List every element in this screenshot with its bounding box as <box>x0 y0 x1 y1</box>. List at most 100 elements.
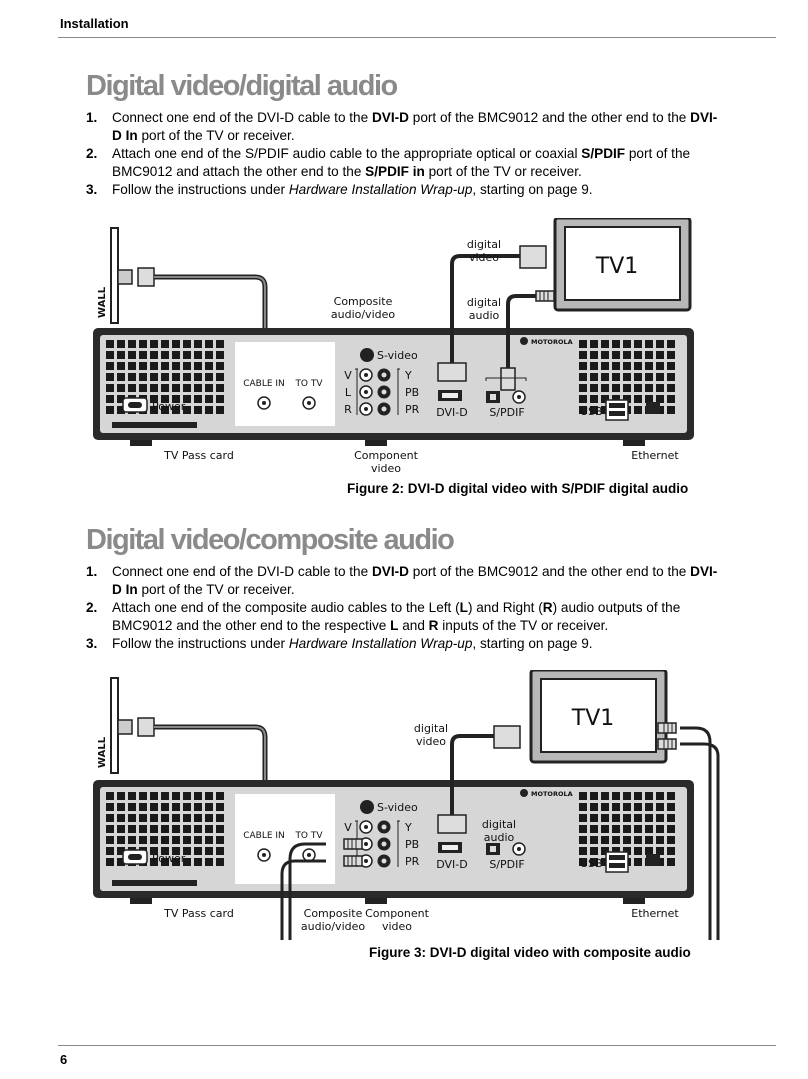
s-video-label: S-video <box>377 349 418 362</box>
tv-pass-slot <box>112 422 197 428</box>
l-label: L <box>345 386 352 399</box>
list-item: 3. Follow the instructions under Hardware… <box>86 635 726 653</box>
bold-term: DVI-D In <box>112 564 718 597</box>
power-label: Power <box>152 852 186 865</box>
power-label: Power <box>152 400 186 413</box>
tv-screen <box>540 678 657 753</box>
italic-reference: Hardware Installation Wrap-up <box>288 636 473 651</box>
dvi-plug-tv <box>519 245 547 269</box>
dvi-d-label: DVI-D <box>436 406 468 419</box>
running-header: Installation <box>60 16 129 31</box>
cable-in-label: CABLE IN <box>243 831 285 841</box>
ethernet-port <box>646 854 660 866</box>
box-foot <box>623 898 645 904</box>
ethernet-label: Ethernet <box>631 907 679 920</box>
spdif-label: S/PDIF <box>489 858 524 871</box>
tv-screen <box>564 226 681 301</box>
digital-audio-label: digital <box>467 296 501 309</box>
wall-label: WALL <box>97 286 108 318</box>
audio-plug-left <box>343 838 363 850</box>
ethernet-port <box>646 402 660 414</box>
dvi-plug-tv <box>493 725 521 749</box>
wall-plate <box>110 227 119 324</box>
bold-term: R <box>542 600 553 615</box>
audio-plug-tv-right <box>657 738 677 750</box>
brand-label: MOTOROLA <box>531 338 573 346</box>
section-title-composite-audio: Digital video/composite audio <box>86 524 455 556</box>
step-text: and <box>398 617 429 633</box>
italic-reference: Hardware Installation Wrap-up <box>288 182 473 197</box>
dvi-plug-box <box>437 814 467 834</box>
bold-term: S/PDIF <box>581 146 626 161</box>
page-number: 6 <box>60 1052 68 1067</box>
dvi-d-label: DVI-D <box>436 858 468 871</box>
cable-in-label: CABLE IN <box>243 379 285 389</box>
s-video-port <box>360 800 374 814</box>
tv-pass-card-label: TV Pass card <box>163 907 234 920</box>
composite-label: Composite <box>304 907 363 920</box>
section-title-digital-audio: Digital video/digital audio <box>86 70 398 102</box>
steps-list-2: 1.Connect one end of the DVI-D cable to … <box>86 563 726 654</box>
composite-label-2: audio/video <box>301 920 366 933</box>
box-foot <box>623 440 645 446</box>
rf-panel <box>235 794 335 884</box>
digital-video-label: digital <box>414 722 448 735</box>
header-rule <box>58 37 776 38</box>
brand-label: MOTOROLA <box>531 790 573 798</box>
bold-term: DVI-D In <box>112 110 718 143</box>
component-label: Component <box>354 449 419 462</box>
v-label: V <box>344 821 352 834</box>
list-item: 1.Connect one end of the DVI-D cable to … <box>86 109 726 144</box>
wall-plate <box>110 677 119 774</box>
step-text: Attach one end of the S/PDIF audio cable… <box>112 146 582 161</box>
tv-pass-slot <box>112 880 197 886</box>
list-item: 2.Attach one end of the S/PDIF audio cab… <box>86 145 726 180</box>
audio-cable-right <box>280 742 720 940</box>
list-item: 2.Attach one end of the composite audio … <box>86 599 726 634</box>
step-text: Follow the instructions under <box>112 636 289 651</box>
step-number: 2. <box>86 600 98 615</box>
step-number: 1. <box>86 110 98 125</box>
footer-rule <box>58 1045 776 1046</box>
digital-video-label-2: video <box>416 735 446 748</box>
bold-term: DVI-D <box>371 110 409 125</box>
motorola-logo <box>520 789 528 797</box>
digital-audio-label-2: audio <box>469 309 500 322</box>
coax-plug <box>137 267 155 287</box>
composite-label-2: audio/video <box>331 308 396 321</box>
s-video-label: S-video <box>377 801 418 814</box>
bold-term: DVI-D <box>371 564 409 579</box>
steps-list-1: 1.Connect one end of the DVI-D cable to … <box>86 109 726 200</box>
box-foot <box>365 440 387 446</box>
motorola-logo <box>520 337 528 345</box>
coax-plug <box>137 717 155 737</box>
digital-video-label-2: video <box>469 251 499 264</box>
to-tv-label: TO TV <box>294 831 323 841</box>
step-text: port of the BMC9012 and attach the other… <box>112 146 691 179</box>
step-text: port of the TV or receiver. <box>137 581 295 597</box>
step-number: 3. <box>86 636 98 651</box>
to-tv-label: TO TV <box>294 379 323 389</box>
tv-label: TV1 <box>595 254 639 279</box>
y-label: Y <box>404 821 412 834</box>
step-text: port of the TV or receiver. <box>424 163 582 179</box>
bold-term: S/PDIF in <box>365 163 425 179</box>
step-number: 3. <box>86 182 98 197</box>
spdif-plug-box <box>500 367 516 391</box>
r-label: R <box>344 403 352 416</box>
usb-label: USB <box>580 857 603 870</box>
pr-label: PR <box>405 855 420 868</box>
vent-grid-left <box>106 792 224 866</box>
pb-label: PB <box>405 386 419 399</box>
pr-label: PR <box>405 403 420 416</box>
digital-video-label: digital <box>467 238 501 251</box>
step-text: , starting on page 9. <box>472 182 593 197</box>
step-text: ) audio outputs of the BMC9012 and the o… <box>112 600 681 633</box>
audio-plug-right <box>343 855 363 867</box>
step-text: Follow the instructions under <box>112 182 289 197</box>
bold-term: L <box>459 600 468 615</box>
step-number: 1. <box>86 564 98 579</box>
box-foot <box>365 898 387 904</box>
step-text: port of the TV or receiver. <box>137 127 295 143</box>
wall-coax-port <box>117 269 133 285</box>
